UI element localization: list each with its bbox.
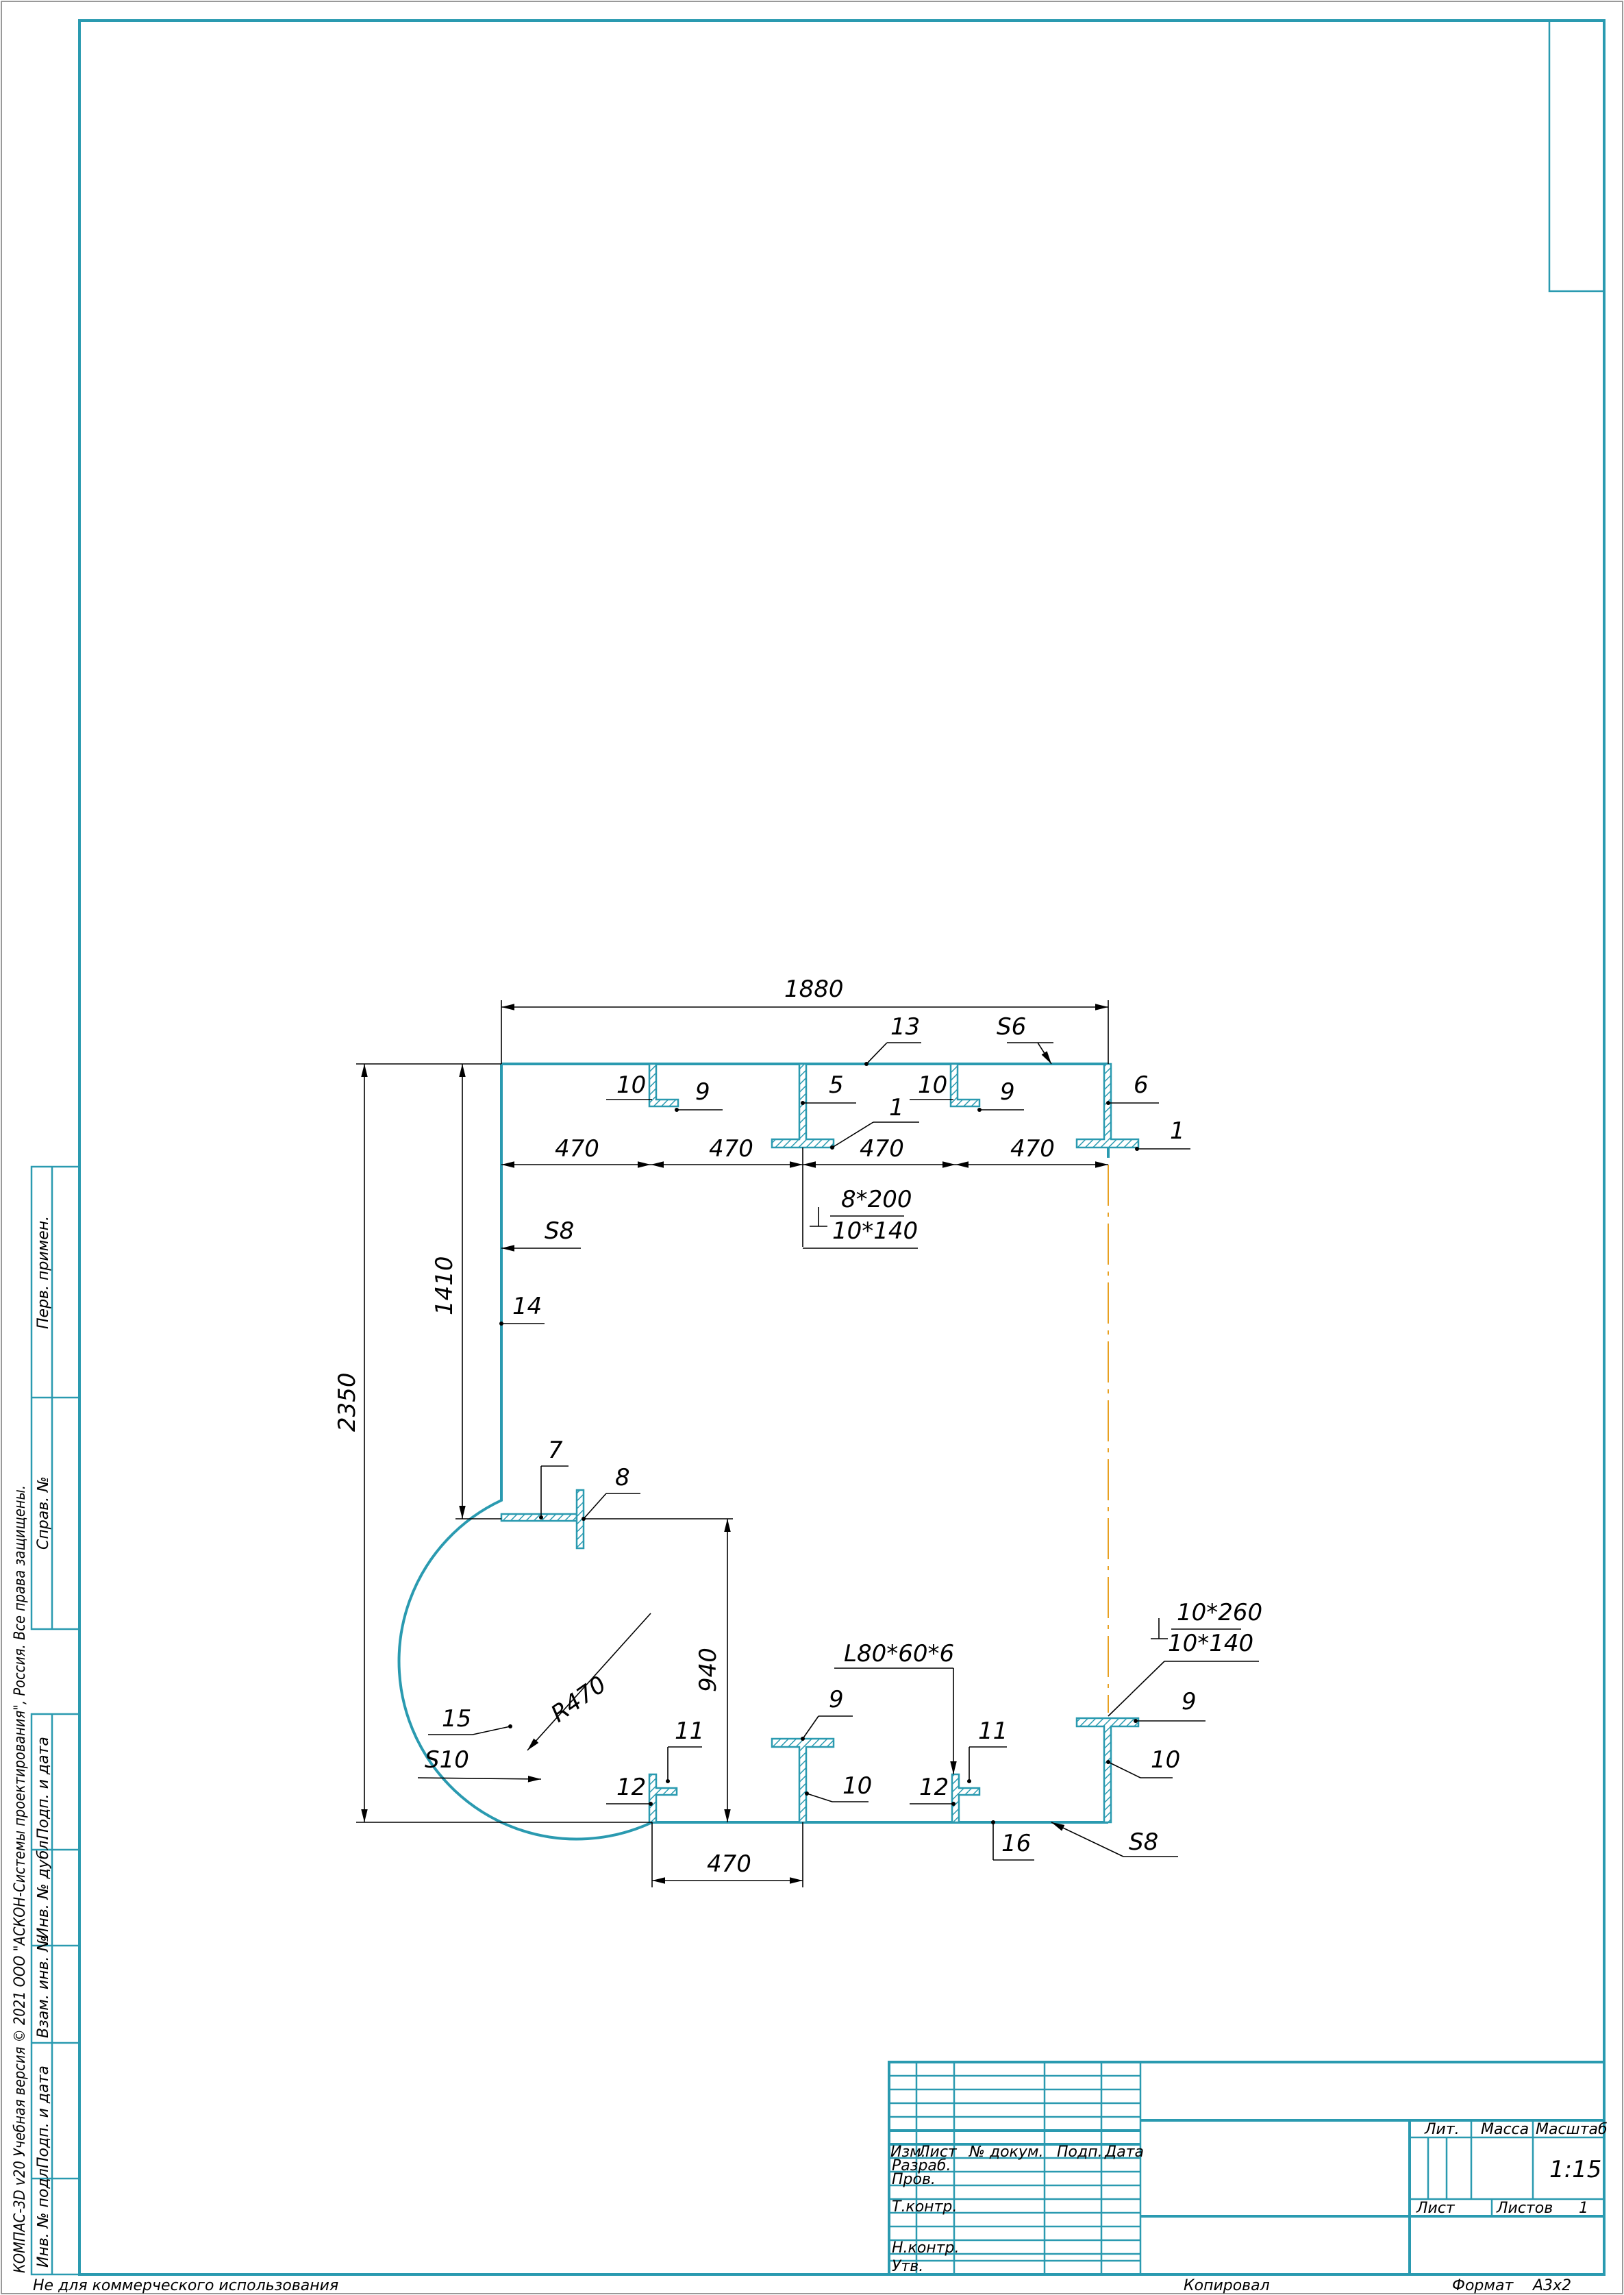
tb-sheet-label: Лист [1416,2200,1456,2217]
dim-spacing-2: 470 [709,1135,753,1163]
dim-height-lower: 940 [695,1648,722,1692]
tb-sheets-value: 1 [1579,2200,1588,2217]
callout-11a: 11 [675,1717,704,1745]
tb-row-utv: Утв. [892,2258,923,2275]
dim-bottom-spacing: 470 [707,1850,751,1878]
callout-9b: 9 [1000,1078,1015,1106]
callouts: 13 10 9 5 1 10 9 6 1 14 7 8 [428,1013,1205,1861]
dim-overall-height: 2350 [334,1372,361,1432]
tb-header-sign: Подп. [1057,2144,1103,2161]
callout-15: 15 [442,1705,471,1733]
callout-6: 9 [1182,1688,1197,1715]
plate-corner-label: S10 [425,1746,469,1774]
tbar-top-center [771,1063,835,1149]
tb-scale-label: Масштаб [1536,2121,1608,2138]
footer-noncommercial: Не для коммерческого использования [33,2277,338,2294]
hull-section [397,1063,1140,1841]
angle-profile-top-left [648,1063,679,1108]
copyright-note: КОМПАС-3D v20 Учебная версия © 2021 ООО … [12,1485,29,2273]
callout-7: 10 [842,1772,872,1800]
title-block: Изм. Лист № докум. Подп. Дата Разраб. Пр… [888,2061,1608,2276]
side-cell-3: Подп. и дата [35,1737,52,1839]
callout-14: 14 [512,1293,542,1320]
callout-1a: 1 [889,1094,904,1121]
callout-9a: 9 [695,1078,710,1106]
callout-8: 10 [1151,1746,1180,1774]
tbar-right-flange-spec: 10*140 [1168,1630,1253,1657]
dim-height-upper: 1410 [431,1256,458,1315]
tbar-right-web-spec: 10*260 [1177,1599,1262,1626]
tbar-right [1075,1717,1140,1824]
profile-specs: 8*200 10*140 10*260 10*140 L80*60*6 [803,1186,1262,1774]
callout-4: 8 [615,1464,630,1491]
callout-10a: 10 [616,1071,646,1099]
tbar-bottom-center [771,1737,835,1824]
side-cell-7: Инв. № подл. [35,2163,52,2268]
callout-16: 16 [1001,1830,1031,1857]
footer-format-value: A3x2 [1532,2277,1571,2294]
callout-12a: 12 [616,1774,646,1801]
tb-row-prov: Пров. [892,2171,936,2188]
angle-profile-top-right [949,1063,981,1108]
drawing-frame [78,19,1606,2276]
callout-2b: 6 [1134,1071,1149,1099]
callout-10b: 10 [918,1071,947,1099]
plate-left-label: S8 [545,1217,574,1245]
tbar-top-flange-spec: 10*140 [832,1217,918,1245]
tb-sheets-label: Листов [1496,2200,1553,2217]
footer-copied: Копировал [1184,2277,1270,2294]
callout-11b: 11 [978,1717,1008,1745]
callout-2a: 5 [829,1071,844,1099]
side-cell-5: Взам. инв. № [35,1936,52,2038]
dim-spacing-3: 470 [860,1135,904,1163]
callout-12b: 12 [919,1774,949,1801]
dim-radius: R470 [546,1671,611,1728]
callout-1b: 1 [1170,1117,1185,1145]
dim-overall-width: 1880 [784,976,844,1003]
dim-spacing-1: 470 [555,1135,599,1163]
tb-mass-label: Масса [1481,2121,1529,2138]
callout-13: 13 [890,1013,920,1041]
tb-row-razrab: Разраб. [892,2157,951,2174]
side-stamp: Перв. примен. Справ. № Подп. и дата Инв.… [12,1165,81,2276]
tb-lit-label: Лит. [1424,2121,1460,2138]
dimensions: 1880 470 470 470 470 2350 1410 940 470 R… [334,976,1109,1887]
footer-format-label: Формат [1452,2277,1514,2294]
tb-row-tkontr: Т.контр. [892,2198,957,2216]
callout-3: 7 [548,1437,563,1464]
plate-bottom-label: S8 [1129,1828,1158,1856]
angle-profile-bottom-left [648,1773,678,1824]
side-cell-4: Инв. № дубл. [35,1835,52,1939]
left-plate [397,1064,653,1841]
tb-header-date: Дата [1104,2144,1144,2161]
tb-header-doc: № докум. [969,2144,1043,2161]
side-cell-6: Подп. и дата [35,2066,52,2168]
angle-profile-bottom-right [951,1773,981,1824]
tb-header-list: Лист [918,2144,958,2161]
plate-labels: S6 S8 S10 S8 [417,1013,1178,1857]
tbar-top-web-spec: 8*200 [841,1186,912,1213]
angle-spec: L80*60*6 [844,1640,954,1667]
callout-5: 9 [829,1686,844,1713]
top-right-box [1548,19,1606,293]
side-cell-2: Справ. № [35,1476,52,1550]
tb-header-izm: Изм. [890,2144,926,2161]
tb-scale-value: 1:15 [1549,2156,1601,2183]
dim-spacing-4: 470 [1010,1135,1055,1163]
tb-row-nkontr: Н.контр. [892,2240,959,2257]
tbar-top-right [1075,1063,1140,1149]
side-cell-1: Перв. примен. [35,1216,52,1329]
plate-top-label: S6 [997,1013,1026,1041]
